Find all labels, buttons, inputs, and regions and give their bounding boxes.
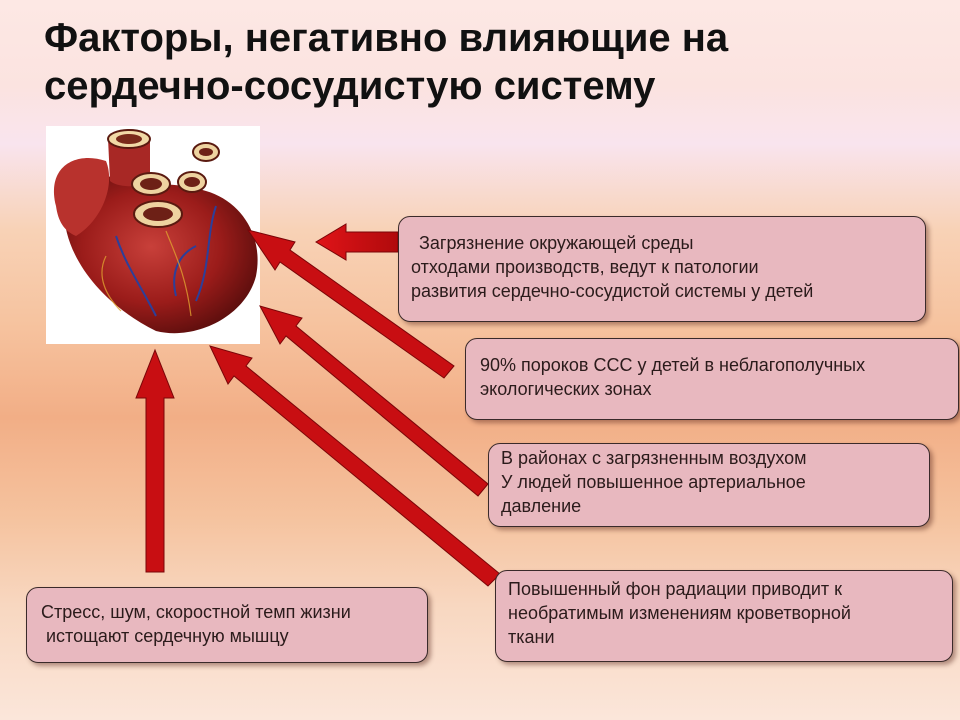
factor-radiation-line-1: Повышенный фон радиации приводит к bbox=[508, 579, 843, 599]
factor-stress-line-1: Стресс, шум, скоростной темп жизни bbox=[41, 602, 351, 622]
slide-title-line-1: Факторы, негативно влияющие на bbox=[44, 16, 729, 60]
arrow-air bbox=[259, 305, 489, 497]
arrow-defects bbox=[246, 229, 455, 379]
factor-air-line-2: У людей повышенное артериальное bbox=[501, 472, 806, 492]
slide-title-line-2: сердечно-сосудистую систему bbox=[44, 64, 656, 108]
factor-radiation-line-2: необратимым изменениям кроветворной bbox=[508, 603, 851, 623]
factor-pollution-line-1: Загрязнение окружающей среды bbox=[419, 233, 694, 253]
factor-pollution-line-3: развития сердечно-сосудистой системы у д… bbox=[411, 281, 814, 301]
heart-icon bbox=[54, 129, 258, 334]
factor-defects-line-1: 90% пороков ССС у детей в неблагополучны… bbox=[480, 355, 866, 375]
factor-radiation-box: Повышенный фон радиации приводит к необр… bbox=[495, 570, 953, 662]
factor-air-line-1: В районах с загрязненным воздухом bbox=[501, 448, 807, 468]
factor-air-box: В районах с загрязненным воздухом У люде… bbox=[488, 443, 930, 527]
arrow-radiation bbox=[209, 345, 501, 587]
factor-stress-box: Стресс, шум, скоростной темп жизни истощ… bbox=[26, 587, 428, 663]
arrow-pollution bbox=[315, 223, 399, 261]
factor-pollution-line-2: отходами производств, ведут к патологии bbox=[411, 257, 759, 277]
factor-defects-box: 90% пороков ССС у детей в неблагополучны… bbox=[465, 338, 959, 420]
factor-stress-line-2: истощают сердечную мышцу bbox=[41, 626, 289, 646]
heart-illustration bbox=[46, 126, 260, 344]
arrow-stress bbox=[135, 348, 175, 573]
factor-pollution-box: Загрязнение окружающей среды отходами пр… bbox=[398, 216, 926, 322]
factor-defects-line-2: экологических зонах bbox=[480, 379, 652, 399]
slide-title: Факторы, негативно влияющие на сердечно-… bbox=[44, 14, 944, 110]
factor-air-line-3: давление bbox=[501, 496, 582, 516]
factor-radiation-line-3: ткани bbox=[508, 627, 555, 647]
